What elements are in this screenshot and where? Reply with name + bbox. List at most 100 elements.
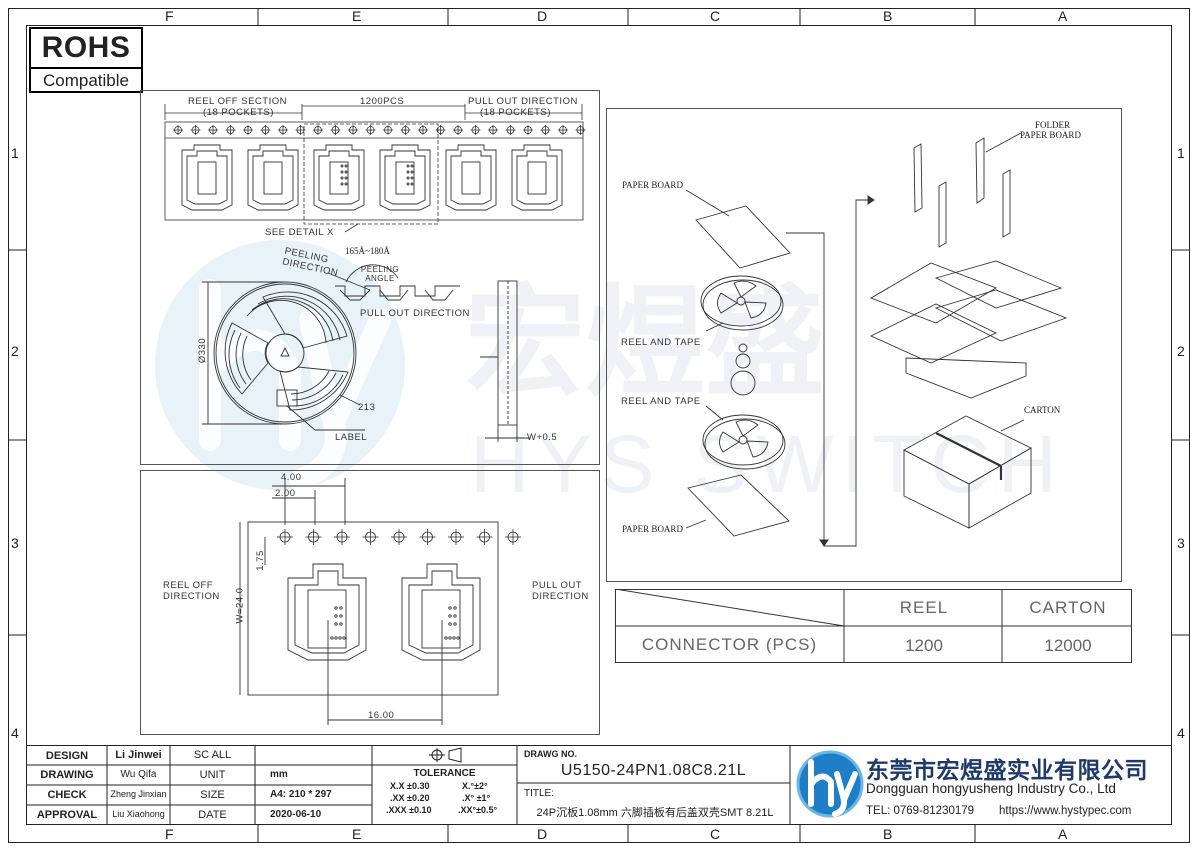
unit-label: UNIT	[199, 769, 226, 781]
drawg-no-value: U5150-24PN1.08C8.21L	[560, 762, 747, 779]
reel-and-tape-2-label: REEL AND TAPE	[621, 396, 701, 407]
tolerance-xx-2: .XX ±0.20	[390, 793, 430, 803]
qty-table-grid	[615, 589, 1132, 663]
pull-out-direction-label: PULL OUT DIRECTION	[468, 96, 578, 107]
zone-row-label: 1	[1177, 145, 1185, 161]
unit-value: mm	[270, 769, 288, 780]
size-value: A4: 210 * 297	[270, 789, 332, 800]
tape-drawing	[164, 104, 586, 442]
tape-pocket	[181, 144, 233, 211]
reel-width-label: W+0.5	[527, 432, 558, 443]
approval-label: APPROVAL	[36, 809, 98, 821]
zone-col-label: F	[165, 8, 174, 24]
reel-pull-out-label: PULL OUT DIRECTION	[360, 308, 470, 319]
watermark-cn: 宏煜盛	[465, 276, 825, 410]
drawing-label: DRAWING	[40, 769, 94, 781]
label-callout: LABEL	[335, 432, 368, 443]
title-block	[27, 745, 1172, 826]
see-detail-label: SEE DETAIL X	[265, 227, 334, 238]
zone-row-label: 2	[11, 343, 19, 359]
tolerance-title: TOLERANCE	[413, 768, 476, 779]
dim-4-00: 4.00	[281, 472, 302, 483]
tolerance-angle-1: X.°±2°	[462, 781, 488, 791]
paper-board-bottom-label: PAPER BOARD	[622, 524, 683, 534]
tape-pocket	[445, 144, 497, 211]
qty-row-label: CONNECTOR (PCS)	[641, 635, 818, 654]
outer-frame	[8, 8, 1190, 843]
dim-2-00: 2.00	[275, 488, 296, 499]
zone-col-label: A	[1058, 8, 1068, 24]
rohs-title: ROHS	[31, 29, 141, 69]
zone-col-label: C	[710, 8, 721, 24]
pockets-right-label: (18 POCKETS)	[480, 107, 551, 118]
zone-row-label: 4	[11, 725, 19, 741]
company-name-cn: 东莞市宏煜盛实业有限公司	[866, 757, 1148, 783]
qty-header-carton: CARTON	[1029, 598, 1107, 617]
title-value: 24P沉板1.08mm 六脚插板有后盖双壳SMT 8.21L	[536, 807, 774, 819]
tolerance-angle-2: .X° ±1°	[462, 793, 491, 803]
company-name-en: Dongguan hongyusheng Industry Co., Ltd	[866, 781, 1116, 796]
peeling-angle-label: PEELING ANGLE	[360, 265, 400, 283]
size-label: SIZE	[200, 789, 225, 801]
date-label: DATE	[198, 809, 227, 821]
tolerance-xx-3: .XXX ±0.10	[386, 805, 432, 815]
company-website-link[interactable]: https://www.hystypec.com	[999, 805, 1132, 817]
zone-col-label: D	[537, 8, 548, 24]
tape-pocket	[313, 144, 365, 211]
title-label: TITLE:	[524, 788, 555, 799]
reel-diameter-label: Ø330	[197, 337, 209, 364]
folder-paper-board-label: PAPER BOARD	[1020, 130, 1081, 140]
zone-col-label: A	[1058, 826, 1068, 842]
dim-w24: W=24.0	[234, 587, 246, 624]
zone-col-label: E	[352, 8, 362, 24]
pull-out-direction-detail-label: PULL OUT DIRECTION	[532, 580, 589, 602]
zone-col-label: E	[352, 826, 362, 842]
dim-16-00: 16.00	[368, 710, 395, 721]
tolerance-xx-1: X.X ±0.30	[390, 781, 430, 791]
drawg-no-label: DRAWG NO.	[524, 749, 577, 759]
detail-panel	[140, 470, 600, 735]
reel-off-section-label: REEL OFF SECTION	[188, 96, 287, 107]
company-tel: TEL: 0769-81230179	[866, 805, 975, 817]
check-name: Zheng Jinxian	[110, 789, 167, 799]
title-block-grid	[27, 745, 791, 825]
folder-label: FOLDER	[1035, 120, 1071, 130]
reel-and-tape-1-label: REEL AND TAPE	[621, 337, 701, 348]
packing-drawing	[685, 132, 1068, 547]
hub-dim-label: 213	[358, 402, 376, 413]
zone-row-label: 3	[1177, 535, 1185, 551]
scall-label: SC ALL	[193, 749, 232, 761]
zone-col-label: D	[537, 826, 548, 842]
tape-pocket	[511, 144, 563, 211]
paper-board-top-label: PAPER BOARD	[622, 180, 683, 190]
carton-label: CARTON	[1024, 405, 1061, 415]
detail-drawing	[239, 478, 521, 725]
design-name: Li Jinwei	[115, 749, 162, 761]
zone-col-label: B	[883, 826, 893, 842]
zone-row-label: 2	[1177, 343, 1185, 359]
pcs-label: 1200PCS	[360, 96, 405, 107]
reel-off-direction-label: REEL OFF DIRECTION	[163, 580, 220, 602]
qty-reel-value: 1200	[905, 636, 943, 655]
company-logo-icon	[796, 750, 864, 818]
rohs-subtitle: Compatible	[43, 71, 129, 90]
packing-panel	[606, 108, 1122, 582]
watermark-logo	[155, 240, 405, 491]
zone-col-label: F	[165, 826, 174, 842]
zone-row-label: 4	[1177, 725, 1185, 741]
drawing-name: Wu Qifa	[120, 769, 157, 780]
pockets-left-label: (18 POCKETS)	[203, 107, 274, 118]
date-value: 2020-06-10	[270, 809, 322, 820]
qty-carton-value: 12000	[1044, 636, 1092, 655]
inner-frame	[26, 25, 1172, 825]
check-label: CHECK	[47, 789, 87, 801]
tape-pocket	[379, 144, 431, 211]
zone-row-label: 3	[11, 535, 19, 551]
peeling-angle-range: 165Å~180Å	[345, 246, 390, 256]
design-label: DESIGN	[45, 750, 89, 762]
dim-1-75: 1.75	[254, 550, 266, 571]
tape-pocket	[247, 144, 299, 211]
tolerance-angle-3: .XX°±0.5°	[458, 805, 498, 815]
detail-pocket	[401, 563, 481, 661]
